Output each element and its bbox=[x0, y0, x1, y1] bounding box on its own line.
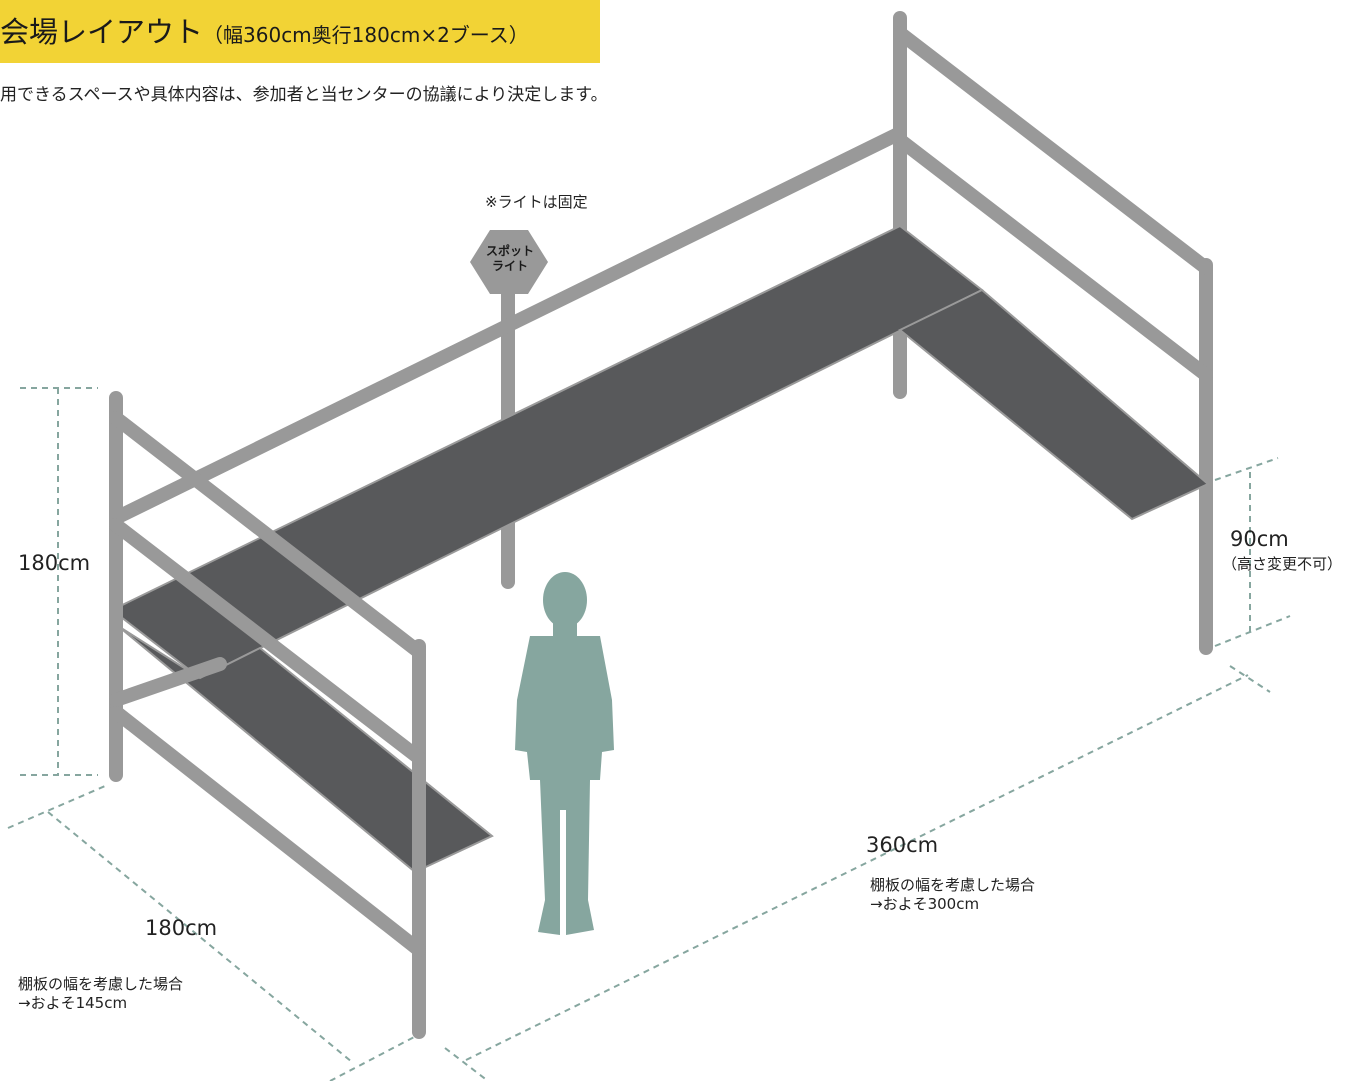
title-band bbox=[0, 0, 600, 63]
spotlight bbox=[470, 230, 548, 294]
spotlight-label: スポット ライト bbox=[470, 244, 550, 274]
length-note-line1: 棚板の幅を考慮した場合 bbox=[870, 876, 1036, 894]
long-rails bbox=[109, 126, 907, 525]
light-fixed-note: ※ライトは固定 bbox=[485, 193, 588, 211]
length-note: 棚板の幅を考慮した場合 →およそ300cm bbox=[870, 876, 1035, 914]
depth-dimension-label: 180cm bbox=[145, 916, 218, 940]
length-note-line2: →およそ300cm bbox=[870, 895, 980, 913]
depth-note-line1: 棚板の幅を考慮した場合 bbox=[18, 975, 184, 993]
person-silhouette bbox=[515, 572, 614, 935]
depth-note-line2: →およそ145cm bbox=[18, 994, 128, 1012]
length-dimension-label: 360cm bbox=[866, 833, 939, 857]
intro-note: 用できるスペースや具体内容は、参加者と当センターの協議により決定します。 bbox=[0, 85, 608, 105]
shelf-height-note: （高さ変更不可） bbox=[1222, 555, 1343, 573]
height-dimension-label: 180cm bbox=[18, 551, 91, 575]
title-sub: （幅360cm奥行180cm×2ブース） bbox=[203, 23, 529, 47]
spotlight-label-line1: スポット bbox=[485, 244, 534, 258]
shelf-height-label: 90cm bbox=[1230, 527, 1289, 551]
spotlight-label-line2: ライト bbox=[491, 259, 528, 273]
title-main: 会場レイアウト bbox=[0, 15, 204, 49]
front-frame bbox=[109, 391, 426, 1039]
dimension-lines bbox=[7, 387, 1291, 1081]
back-shelf bbox=[110, 224, 1210, 680]
depth-note: 棚板の幅を考慮した場合 →およそ145cm bbox=[18, 975, 183, 1013]
page-title: 会場レイアウト（幅360cm奥行180cm×2ブース） bbox=[0, 14, 529, 53]
